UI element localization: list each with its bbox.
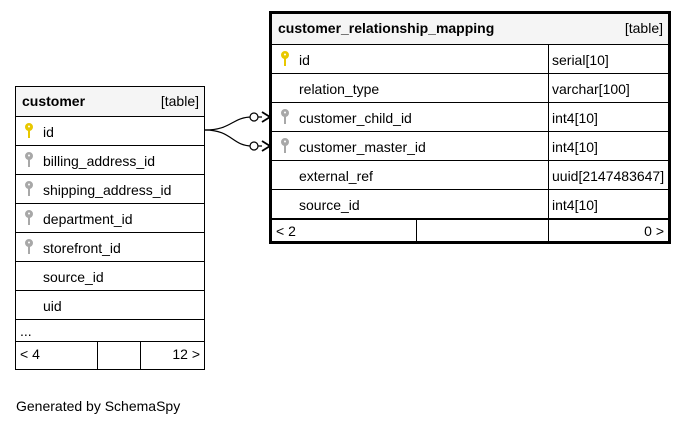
children-count: 0 > [644,223,664,239]
column-type: uuid[2147483647] [548,161,664,189]
column-row: id [16,117,204,146]
foreign-key-icon [24,239,34,258]
column-name[interactable]: id [299,52,310,68]
parents-count: < 4 [20,346,40,362]
column-name[interactable]: relation_type [299,81,380,97]
column-name[interactable]: source_id [43,269,104,285]
column-name[interactable]: billing_address_id [43,153,156,169]
relation-circle-master [249,141,259,151]
column-name[interactable]: customer_master_id [299,139,426,155]
column-type: int4[10] [548,190,598,218]
crm-table-footer: < 2 0 > [272,219,668,243]
table-name[interactable]: customer [22,93,86,109]
column-row: department_id [16,204,204,233]
relation-circle-child [249,112,259,122]
generated-by-note: Generated by SchemaSpy [16,398,181,414]
foreign-key-icon [280,138,290,157]
ellipsis: ... [20,323,32,339]
column-name[interactable]: source_id [299,197,360,213]
foreign-key-icon [24,152,34,171]
column-row: external_ref uuid[2147483647] [272,161,668,190]
column-row: shipping_address_id [16,175,204,204]
column-row: uid [16,291,204,320]
foreign-key-icon [24,181,34,200]
primary-key-icon [24,123,34,142]
column-type: int4[10] [548,132,598,160]
primary-key-icon [280,51,290,70]
column-name[interactable]: id [43,124,54,140]
column-row: source_id int4[10] [272,190,668,219]
more-columns-row: ... [16,320,204,342]
column-type: varchar[100] [548,74,630,102]
crm-table-header: customer_relationship_mapping [table] [272,14,668,45]
column-type: serial[10] [548,45,609,73]
column-name[interactable]: storefront_id [43,240,121,256]
column-name[interactable]: external_ref [299,168,373,184]
column-row: billing_address_id [16,146,204,175]
column-name[interactable]: customer_child_id [299,110,412,126]
foreign-key-icon [24,210,34,229]
customer-table-header: customer [table] [16,87,204,117]
foreign-key-icon [280,109,290,128]
table-name[interactable]: customer_relationship_mapping [278,20,495,36]
column-type: int4[10] [548,103,598,131]
customer-table-footer: < 4 12 > [16,342,204,369]
column-row: relation_type varchar[100] [272,74,668,103]
column-name[interactable]: uid [43,298,62,314]
customer-relationship-mapping-table: customer_relationship_mapping [table] id… [269,11,671,244]
column-row: customer_child_id int4[10] [272,103,668,132]
table-type-label: [table] [624,20,663,36]
column-row: source_id [16,262,204,291]
parents-count: < 2 [276,223,296,239]
table-type-label: [table] [160,93,199,109]
children-count: 12 > [172,346,200,362]
column-row: customer_master_id int4[10] [272,132,668,161]
column-row: storefront_id [16,233,204,262]
column-name[interactable]: department_id [43,211,133,227]
column-row: id serial[10] [272,45,668,74]
column-name[interactable]: shipping_address_id [43,182,172,198]
